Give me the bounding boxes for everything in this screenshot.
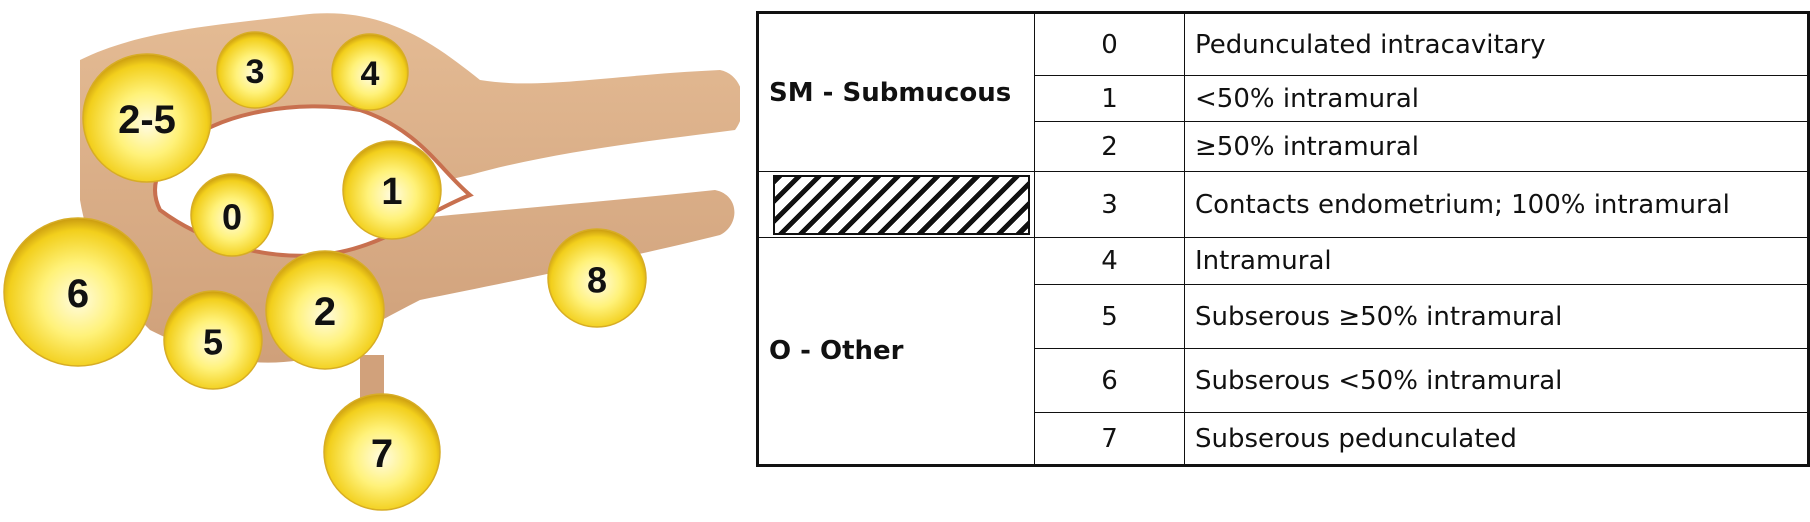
type-description: <50% intramural (1184, 75, 1809, 122)
type-description: ≥50% intramural (1184, 121, 1809, 172)
uterus-fibroid-diagram: 2-5 3 4 1 0 6 5 2 8 7 (3, 13, 740, 511)
fibroid-2-5: 2-5 (82, 53, 212, 183)
fibroid-2: 2 (265, 250, 385, 370)
type-description: Pedunculated intracavitary (1184, 12, 1809, 76)
fibroid-circle (163, 290, 263, 390)
figo-classification-table: SM - Submucous 0 Pedunculated intracavit… (756, 11, 1810, 467)
group-label-submucous: SM - Submucous (757, 12, 1035, 172)
type-number: 2 (1034, 121, 1185, 172)
type-number: 5 (1034, 284, 1185, 349)
group-hatched-cell (757, 171, 1035, 238)
pedicle-stalk (360, 355, 384, 400)
fibroid-label: 3 (246, 53, 265, 91)
fibroid-label: 4 (361, 55, 380, 93)
fibroid-label: 2 (314, 290, 336, 334)
type-number: 4 (1034, 237, 1185, 285)
fibroid-circle (216, 31, 294, 109)
type-number: 0 (1034, 12, 1185, 76)
fibroid-label: 5 (203, 322, 223, 363)
fibroid-label: 0 (222, 197, 242, 238)
group-label-other: O - Other (757, 237, 1035, 466)
type-number: 3 (1034, 171, 1185, 238)
type-description: Subserous <50% intramural (1184, 348, 1809, 413)
fibroid-8: 8 (547, 228, 647, 328)
fibroid-circle (3, 217, 153, 367)
fibroid-circle (342, 140, 442, 240)
hatch-pattern (773, 174, 1030, 235)
fibroid-4: 4 (331, 33, 409, 111)
fibroid-label: 7 (371, 432, 393, 476)
fibroid-label: 2-5 (118, 98, 176, 142)
fibroid-0: 0 (190, 173, 274, 257)
type-description: Contacts endometrium; 100% intramural (1184, 171, 1809, 238)
fibroid-label: 6 (67, 272, 89, 316)
type-description: Subserous ≥50% intramural (1184, 284, 1809, 349)
fibroid-circle (331, 33, 409, 111)
fibroid-label: 1 (381, 171, 402, 213)
fibroid-label: 8 (587, 260, 607, 301)
fibroid-circle (82, 53, 212, 183)
fibroid-circle (323, 393, 441, 511)
type-number: 7 (1034, 412, 1185, 466)
fibroid-circle (190, 173, 274, 257)
fibroid-circle (265, 250, 385, 370)
fibroid-5: 5 (163, 290, 263, 390)
fibroid-circle (547, 228, 647, 328)
fibroid-3: 3 (216, 31, 294, 109)
type-description: Subserous pedunculated (1184, 412, 1809, 466)
fibroid-1: 1 (342, 140, 442, 240)
fibroid-6: 6 (3, 217, 153, 367)
type-number: 6 (1034, 348, 1185, 413)
type-number: 1 (1034, 75, 1185, 122)
fibroid-7: 7 (323, 393, 441, 511)
type-description: Intramural (1184, 237, 1809, 285)
